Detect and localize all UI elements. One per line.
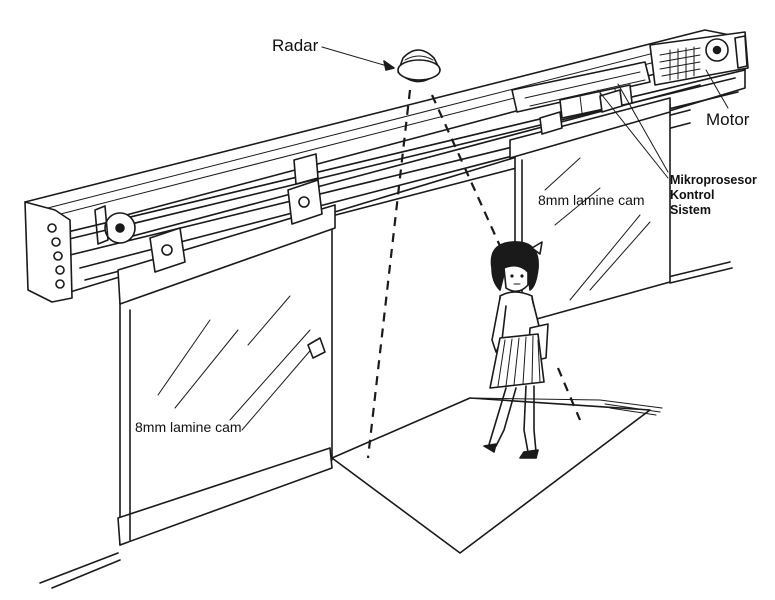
microprocessor-unit: [511, 61, 651, 119]
person-figure: [483, 241, 549, 459]
motor-unit: [649, 31, 749, 86]
end-cap-holes: [47, 223, 65, 289]
mikroprosesor-label-line1: Mikroprosesor: [670, 173, 757, 187]
radar-detection-cone: [227, 89, 582, 459]
floor: [39, 261, 733, 589]
mikroprosesor-label-line2: Kontrol: [670, 188, 714, 202]
left-door: [117, 153, 336, 546]
motor-label: Motor: [706, 110, 750, 129]
glass-label-right: 8mm lamine cam: [538, 192, 645, 208]
glass-label-left: 8mm lamine cam: [135, 419, 242, 435]
leader-lines: [321, 46, 729, 179]
radar-label: Radar: [272, 36, 319, 55]
mikroprosesor-label-line3: Sistem: [670, 203, 711, 217]
radar-sensor: [397, 49, 441, 83]
